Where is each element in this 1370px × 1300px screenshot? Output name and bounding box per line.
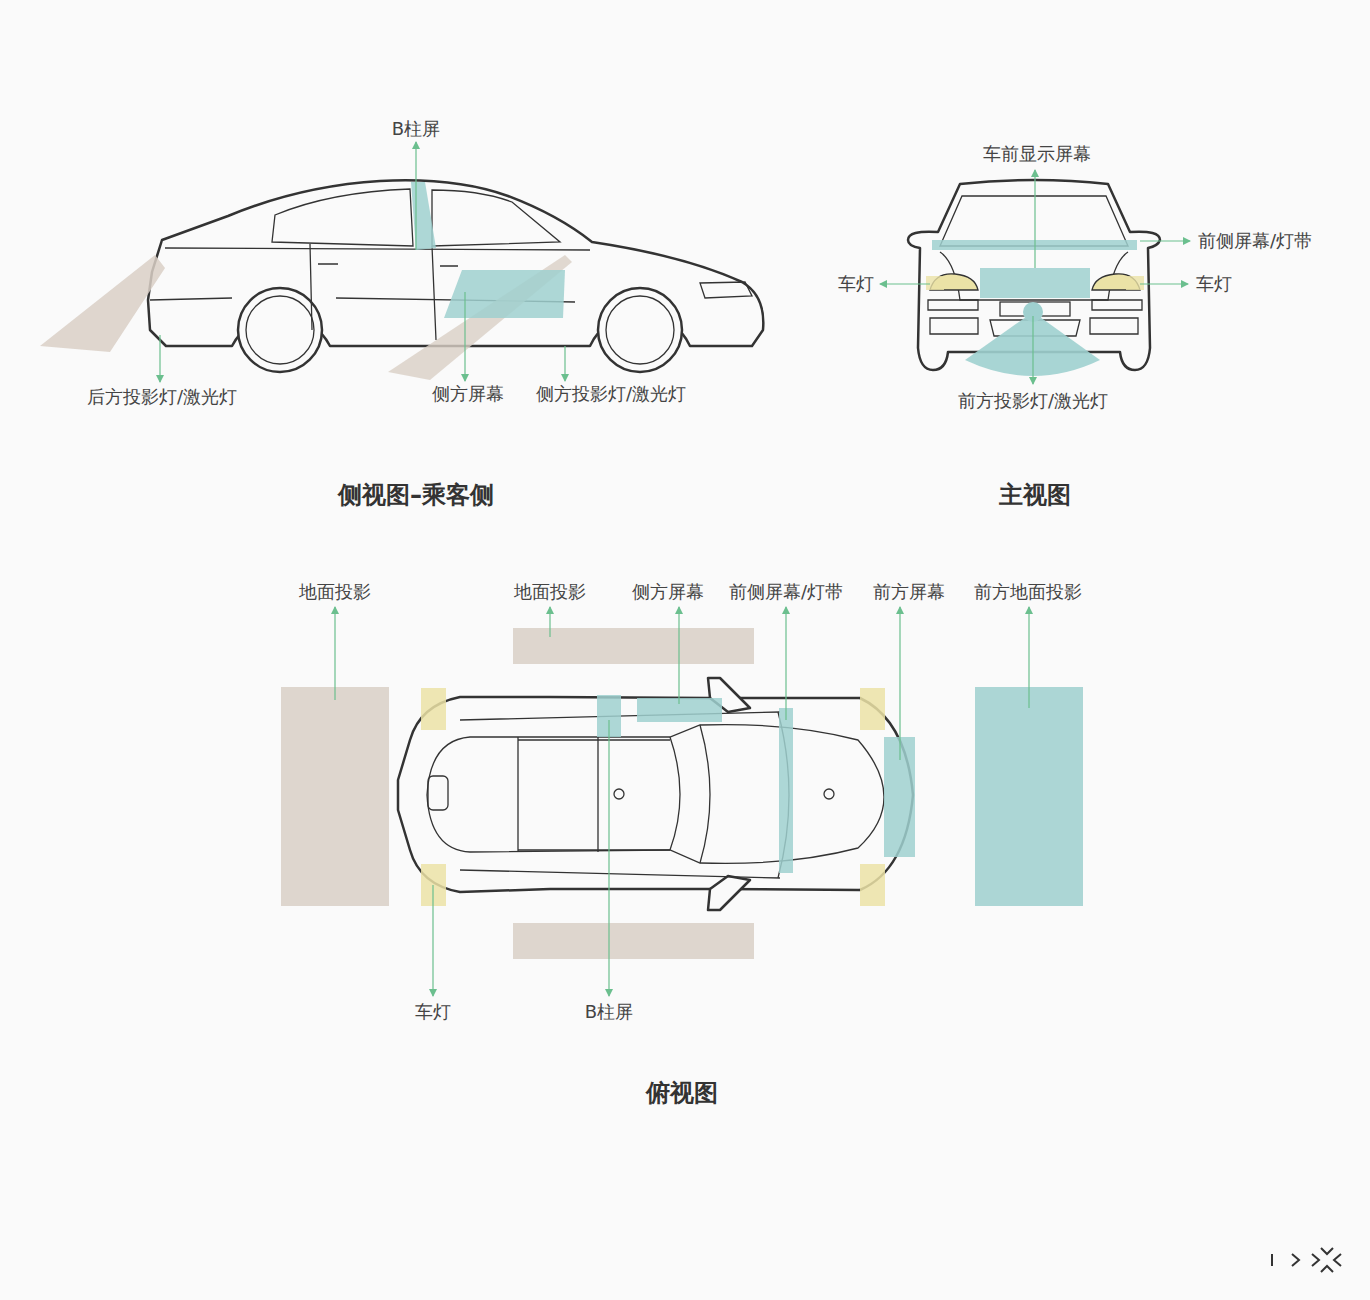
callout-label: 地面投影 (299, 581, 371, 603)
callout-label: 后方投影灯/激光灯 (87, 386, 237, 408)
callout-label: 前方屏幕 (873, 581, 945, 603)
callout-label: 前方地面投影 (974, 581, 1082, 603)
callout-label: 前侧屏幕/灯带 (729, 581, 843, 603)
callout-label: 车灯 (838, 273, 874, 295)
callout-label: 车前显示屏幕 (983, 143, 1091, 165)
logo-mark (1272, 1248, 1341, 1272)
callout-label: B柱屏 (392, 118, 440, 140)
callout-label: 侧方屏幕 (632, 581, 704, 603)
callout-label: 侧方屏幕 (432, 383, 504, 405)
view-caption: 俯视图 (646, 1078, 718, 1108)
callout-label: 车灯 (415, 1001, 451, 1023)
callout-label: 前方投影灯/激光灯 (958, 390, 1108, 412)
callout-label: 车灯 (1196, 273, 1232, 295)
view-caption: 侧视图–乘客侧 (338, 480, 494, 510)
view-caption: 主视图 (999, 480, 1071, 510)
callout-label: B柱屏 (585, 1001, 633, 1023)
callout-label: 地面投影 (514, 581, 586, 603)
callout-label: 前侧屏幕/灯带 (1198, 230, 1312, 252)
callout-label: 侧方投影灯/激光灯 (536, 383, 686, 405)
